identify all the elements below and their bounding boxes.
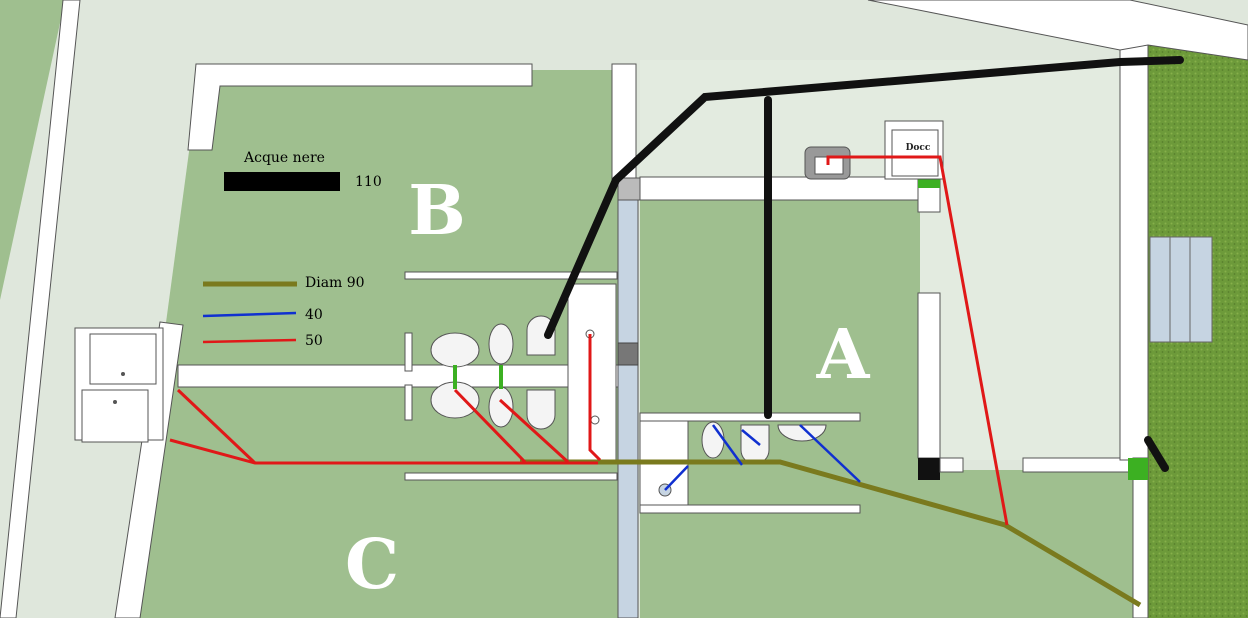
room-b-c-floor bbox=[140, 70, 620, 618]
legend-swatch-110 bbox=[224, 172, 340, 191]
steps bbox=[1149, 236, 1213, 343]
room-c-left-wall bbox=[114, 321, 184, 618]
bottom-right-wall bbox=[1022, 457, 1134, 473]
top-right-wall bbox=[867, 0, 1248, 61]
legend-swatch-40 bbox=[202, 311, 297, 318]
room-a-right-wall bbox=[917, 292, 941, 459]
outer-left-green bbox=[0, 0, 65, 300]
legend-label-110: 110 bbox=[355, 174, 382, 190]
legend-label-40: 40 bbox=[305, 307, 323, 323]
green-stub-2 bbox=[1128, 458, 1148, 480]
room-b-top-wall bbox=[187, 63, 533, 151]
right-vertical-wall bbox=[1119, 24, 1149, 461]
a-bath-top-wall bbox=[639, 412, 861, 422]
appliance-boxes bbox=[74, 327, 164, 443]
pipes-50 bbox=[169, 155, 1009, 526]
b-c-divider-wall bbox=[177, 364, 619, 388]
counter-bottom-c bbox=[404, 472, 618, 481]
pipes-90 bbox=[520, 459, 1142, 608]
right-lower-wall bbox=[1132, 457, 1149, 618]
black-block bbox=[918, 458, 940, 480]
divider-stub-top bbox=[404, 332, 413, 372]
central-column bbox=[617, 179, 639, 618]
wall-stub bbox=[939, 457, 964, 473]
upper-right-room bbox=[640, 60, 1120, 460]
fixtures-b bbox=[430, 315, 600, 430]
pipes-40 bbox=[664, 424, 861, 491]
room-a-top-wall bbox=[639, 176, 919, 201]
room-label-a: A bbox=[816, 315, 871, 395]
room-label-b: B bbox=[408, 171, 465, 251]
outer-left-wall bbox=[0, 0, 81, 618]
a-bath-bottom-wall bbox=[639, 504, 861, 514]
legend-label-50: 50 bbox=[305, 333, 323, 349]
column-cap-top bbox=[617, 177, 641, 201]
pipes-110 bbox=[544, 56, 1184, 472]
divider-stub-bottom bbox=[404, 384, 413, 421]
fixture-shower bbox=[884, 120, 944, 180]
shaft-box bbox=[567, 283, 617, 465]
room-label-c: C bbox=[345, 525, 399, 605]
legend-label-90: Diam 90 bbox=[305, 275, 365, 291]
column-cap-mid bbox=[617, 342, 639, 366]
legend: Acque nere 110 Diam 90 40 50 bbox=[202, 150, 382, 349]
legend-title: Acque nere bbox=[243, 150, 325, 166]
counter-top-b bbox=[404, 271, 618, 280]
shower-label: Docc bbox=[906, 143, 931, 153]
legend-swatch-50 bbox=[202, 338, 297, 344]
